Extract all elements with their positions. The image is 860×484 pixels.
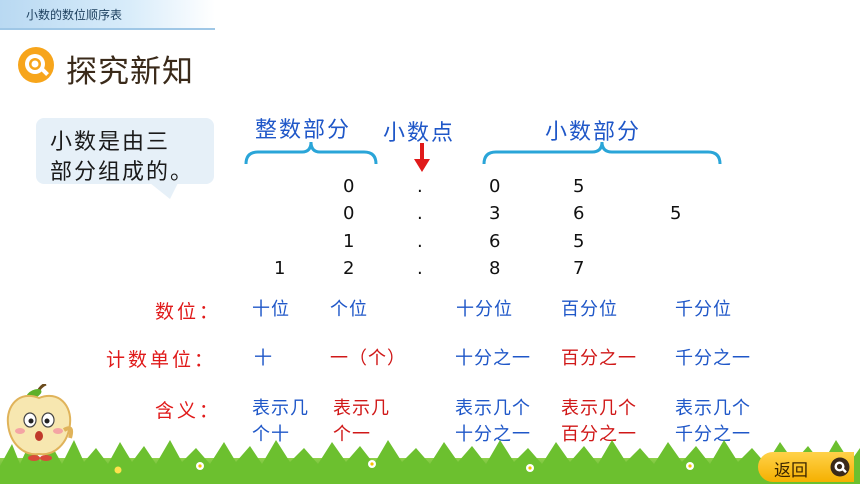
digit-cell: . — [417, 176, 423, 197]
integer-part-brace — [244, 141, 378, 165]
header-strip — [0, 0, 215, 28]
digit-cell: 5 — [670, 203, 682, 224]
integer-part-heading: 整数部分 — [255, 118, 352, 143]
digit-cell: 0 — [489, 176, 501, 197]
place-cell: 千分位 — [675, 299, 732, 320]
back-button-label: 返回 — [774, 461, 808, 481]
digit-cell: . — [417, 203, 423, 224]
meaning-cell: 个一 — [333, 424, 371, 445]
place-cell: 百分位 — [561, 299, 618, 320]
digit-cell: 7 — [573, 258, 585, 279]
digit-cell: 0 — [343, 203, 355, 224]
unit-cell: 千分之一 — [675, 348, 751, 369]
unit-cell: 十分之一 — [455, 348, 531, 369]
section-label: 小数的数位顺序表 — [26, 8, 123, 22]
digit-cell: 1 — [343, 231, 355, 252]
place-row-label: 数位： — [155, 301, 222, 323]
place-cell: 十位 — [252, 299, 290, 320]
digit-cell: 0 — [343, 176, 355, 197]
page-title: 探究新知 — [66, 54, 194, 90]
meaning-cell: 千分之一 — [675, 424, 751, 445]
decimal-part-brace — [482, 141, 722, 165]
meaning-row-label: 含义： — [155, 400, 222, 422]
meaning-cell: 十分之一 — [455, 424, 531, 445]
digit-cell: 2 — [343, 258, 355, 279]
meaning-cell: 表示几个 — [675, 398, 751, 419]
digit-cell: 8 — [489, 258, 501, 279]
unit-row-label: 计数单位： — [106, 349, 217, 371]
apple-mascot — [6, 384, 74, 461]
meaning-cell: 表示几 — [252, 398, 309, 419]
digit-cell: 1 — [274, 258, 286, 279]
digit-cell: 6 — [489, 231, 501, 252]
digit-cell: . — [417, 258, 423, 279]
digit-cell: . — [417, 231, 423, 252]
decimal-point-arrow-icon — [414, 143, 430, 172]
digit-cell: 5 — [573, 176, 585, 197]
magnifier-q-icon — [830, 457, 850, 477]
speech-bubble-tail — [150, 183, 178, 199]
meaning-cell: 表示几个 — [561, 398, 637, 419]
meaning-cell: 百分之一 — [561, 424, 637, 445]
speech-bubble — [36, 118, 214, 184]
digit-cell: 5 — [573, 231, 585, 252]
header-divider — [0, 28, 215, 30]
meaning-cell: 个十 — [252, 424, 290, 445]
unit-cell: 百分之一 — [561, 348, 637, 369]
decimal-point-heading: 小数点 — [383, 121, 456, 146]
place-cell: 十分位 — [456, 299, 513, 320]
decimal-part-heading: 小数部分 — [545, 120, 642, 145]
meaning-cell: 表示几 — [333, 398, 390, 419]
bubble-text-line-2: 部分组成的。 — [50, 160, 195, 185]
meaning-cell: 表示几个 — [455, 398, 531, 419]
magnifier-q-icon — [18, 47, 54, 83]
back-button[interactable]: 返回 — [758, 452, 854, 482]
unit-cell: 一（个） — [330, 348, 406, 369]
digit-cell: 6 — [573, 203, 585, 224]
unit-cell: 十 — [254, 348, 273, 369]
place-cell: 个位 — [330, 299, 368, 320]
digit-cell: 3 — [489, 203, 501, 224]
bubble-text-line-1: 小数是由三 — [50, 130, 171, 155]
grass-decoration — [0, 438, 860, 484]
